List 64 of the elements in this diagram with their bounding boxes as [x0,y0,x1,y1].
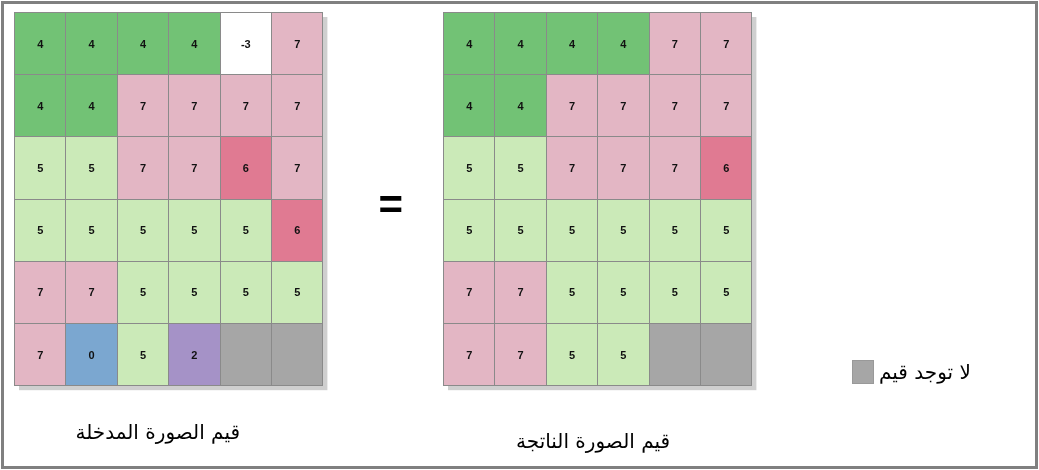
raster-cell: 5 [168,260,221,324]
raster-cell: 5 [271,260,324,324]
raster-cell: 7 [648,12,701,76]
equals-sign: = [378,184,404,226]
raster-cell: 6 [271,198,324,262]
raster-cell: 5 [443,198,496,262]
raster-cell: 7 [65,260,118,324]
raster-cell: 5 [14,136,67,200]
raster-cell: 7 [116,136,170,200]
raster-cell: 4 [597,12,650,76]
raster-cell: 7 [597,74,650,138]
raster-cell: 5 [700,198,753,262]
raster-cell: 6 [700,136,753,200]
raster-cell: 5 [219,198,272,262]
raster-cell: 5 [597,323,650,387]
raster-cell: 5 [14,198,67,262]
raster-cell: 7 [443,323,496,387]
raster-cell: 7 [597,136,650,200]
grid-caption: قيم الصورة المدخلة [75,420,240,444]
raster-cell: 4 [14,74,67,138]
raster-cell: 0 [65,323,118,387]
raster-cell: 5 [494,198,547,262]
raster-cell: 4 [494,74,547,138]
raster-cell: 4 [443,74,496,138]
raster-cell: -3 [219,12,272,76]
raster-cell: 5 [443,136,496,200]
raster-cell: 5 [597,260,650,324]
raster-cell: 7 [648,74,701,138]
raster-cell: 5 [494,136,547,200]
raster-cell: 7 [700,12,753,76]
raster-cell: 4 [494,12,547,76]
raster-cell: 6 [219,136,272,200]
raster-cell: 7 [271,74,324,138]
raster-cell: 4 [65,74,118,138]
raster-cell: 4 [443,12,496,76]
raster-cell: 7 [219,74,272,138]
raster-cell: 7 [14,260,67,324]
raster-cell: 7 [700,74,753,138]
raster-cell: 7 [494,260,547,324]
raster-cell: 2 [168,323,221,387]
raster-cell: 5 [65,136,118,200]
raster-cell: 5 [597,198,650,262]
raster-cell: 5 [700,260,753,324]
grid-caption: قيم الصورة الناتجة [516,429,671,453]
raster-cell: 4 [14,12,67,76]
raster-cell: 5 [648,260,701,324]
raster-cell: 7 [443,260,496,324]
raster-cell: 7 [168,136,221,200]
raster-cell: 7 [271,136,324,200]
raster-cell: 7 [14,323,67,387]
raster-cell: 4 [168,12,221,76]
raster-cell: 5 [648,198,701,262]
raster-cell: 7 [648,136,701,200]
raster-cell: 7 [271,12,324,76]
raster-cell: 4 [65,12,118,76]
raster-cell: 7 [494,323,547,387]
raster-cell: 5 [116,323,170,387]
raster-cell: 5 [65,198,118,262]
raster-cell: 7 [545,136,599,200]
raster-cell: 5 [219,260,272,324]
raster-cell: 5 [168,198,221,262]
legend-label: لا توجد قيم [879,360,971,384]
raster-cell: 5 [545,323,599,387]
raster-cell: 7 [168,74,221,138]
